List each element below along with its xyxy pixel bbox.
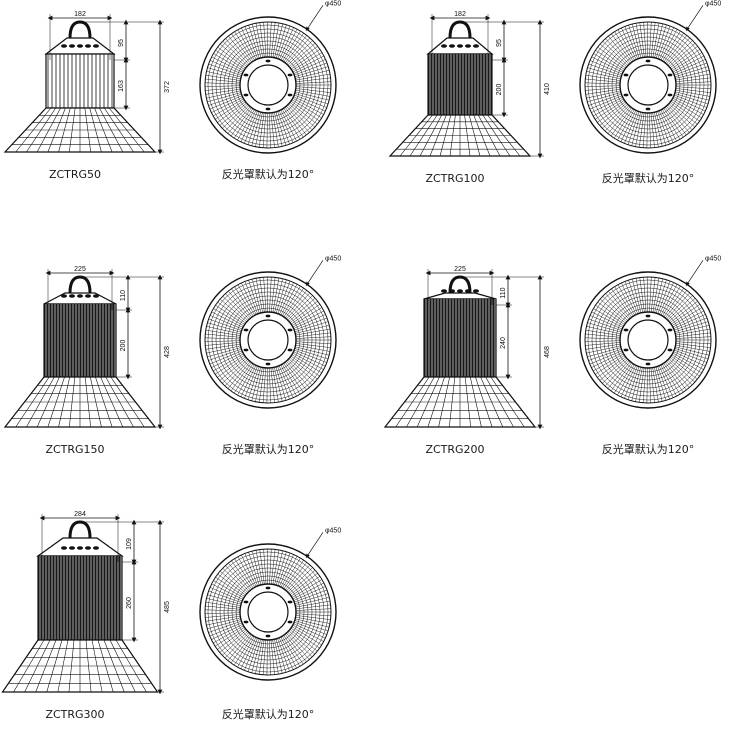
total-height-dim: 428 <box>164 346 171 358</box>
reflector-note: 反光罩默认为120° <box>222 167 315 181</box>
body-height-dim: 260 <box>126 597 133 609</box>
model-name: ZCTRG200 <box>425 443 484 456</box>
top-width-dim: 225 <box>74 266 86 273</box>
top-width-dim: 225 <box>454 266 466 273</box>
hanging-ring <box>68 520 92 539</box>
dimension-lines: 182 95 163 372 <box>47 11 171 155</box>
top-width-dim: 182 <box>74 11 86 18</box>
dimension-lines: 284 109 260 485 <box>39 511 171 695</box>
upper-height-dim: 110 <box>120 290 127 301</box>
driver-cap <box>423 292 497 300</box>
total-height-dim: 468 <box>544 346 551 358</box>
upper-height-dim: 95 <box>118 39 125 47</box>
body-height-dim: 163 <box>118 80 125 92</box>
reflector-note: 反光罩默认为120° <box>222 707 315 721</box>
heat-sink <box>43 303 117 378</box>
upper-height-dim: 110 <box>500 287 507 298</box>
lamp-side-view <box>383 275 537 428</box>
dimension-lines: 225 110 240 468 <box>425 266 551 430</box>
heat-sink <box>37 555 123 641</box>
hanging-ring <box>68 275 92 294</box>
reflector-note: 反光罩默认为120° <box>602 442 695 456</box>
model-name: ZCTRG300 <box>45 708 104 721</box>
upper-height-dim: 109 <box>126 538 133 550</box>
top-width-dim: 182 <box>454 11 466 18</box>
lamp-top-view: φ450 <box>199 255 341 409</box>
lamp-top-view: φ450 <box>199 527 341 681</box>
top-width-dim: 284 <box>74 511 86 518</box>
diameter-label: φ450 <box>325 527 341 534</box>
diameter-label: φ450 <box>325 0 341 7</box>
reflector-note: 反光罩默认为120° <box>222 442 315 456</box>
diameter-label: φ450 <box>705 0 721 7</box>
lamp-top-view: φ450 <box>199 0 341 154</box>
body-height-dim: 240 <box>500 337 507 349</box>
lamp-top-view: φ450 <box>579 255 721 409</box>
model-name: ZCTRG50 <box>49 168 101 181</box>
hanging-ring <box>448 20 472 39</box>
diameter-label: φ450 <box>705 255 721 262</box>
diameter-label: φ450 <box>325 255 341 262</box>
lamp-side-view <box>388 20 532 157</box>
reflector-note: 反光罩默认为120° <box>602 171 695 185</box>
dimension-lines: 182 95 200 410 <box>429 11 551 159</box>
upper-height-dim: 95 <box>496 39 503 47</box>
model-name: ZCTRG100 <box>425 172 484 185</box>
model-name: ZCTRG150 <box>45 443 104 456</box>
total-height-dim: 372 <box>164 81 171 93</box>
total-height-dim: 410 <box>544 83 551 95</box>
lamp-top-view: φ450 <box>579 0 721 154</box>
lamp-side-view <box>3 20 157 153</box>
heat-sink <box>423 298 497 378</box>
dimension-lines: 225 110 200 428 <box>45 266 171 430</box>
lamp-side-view <box>3 275 157 428</box>
body-height-dim: 200 <box>120 340 127 352</box>
body-height-dim: 200 <box>496 84 503 96</box>
total-height-dim: 485 <box>164 601 171 613</box>
lamp-side-view <box>1 520 159 693</box>
hanging-ring <box>68 20 92 39</box>
